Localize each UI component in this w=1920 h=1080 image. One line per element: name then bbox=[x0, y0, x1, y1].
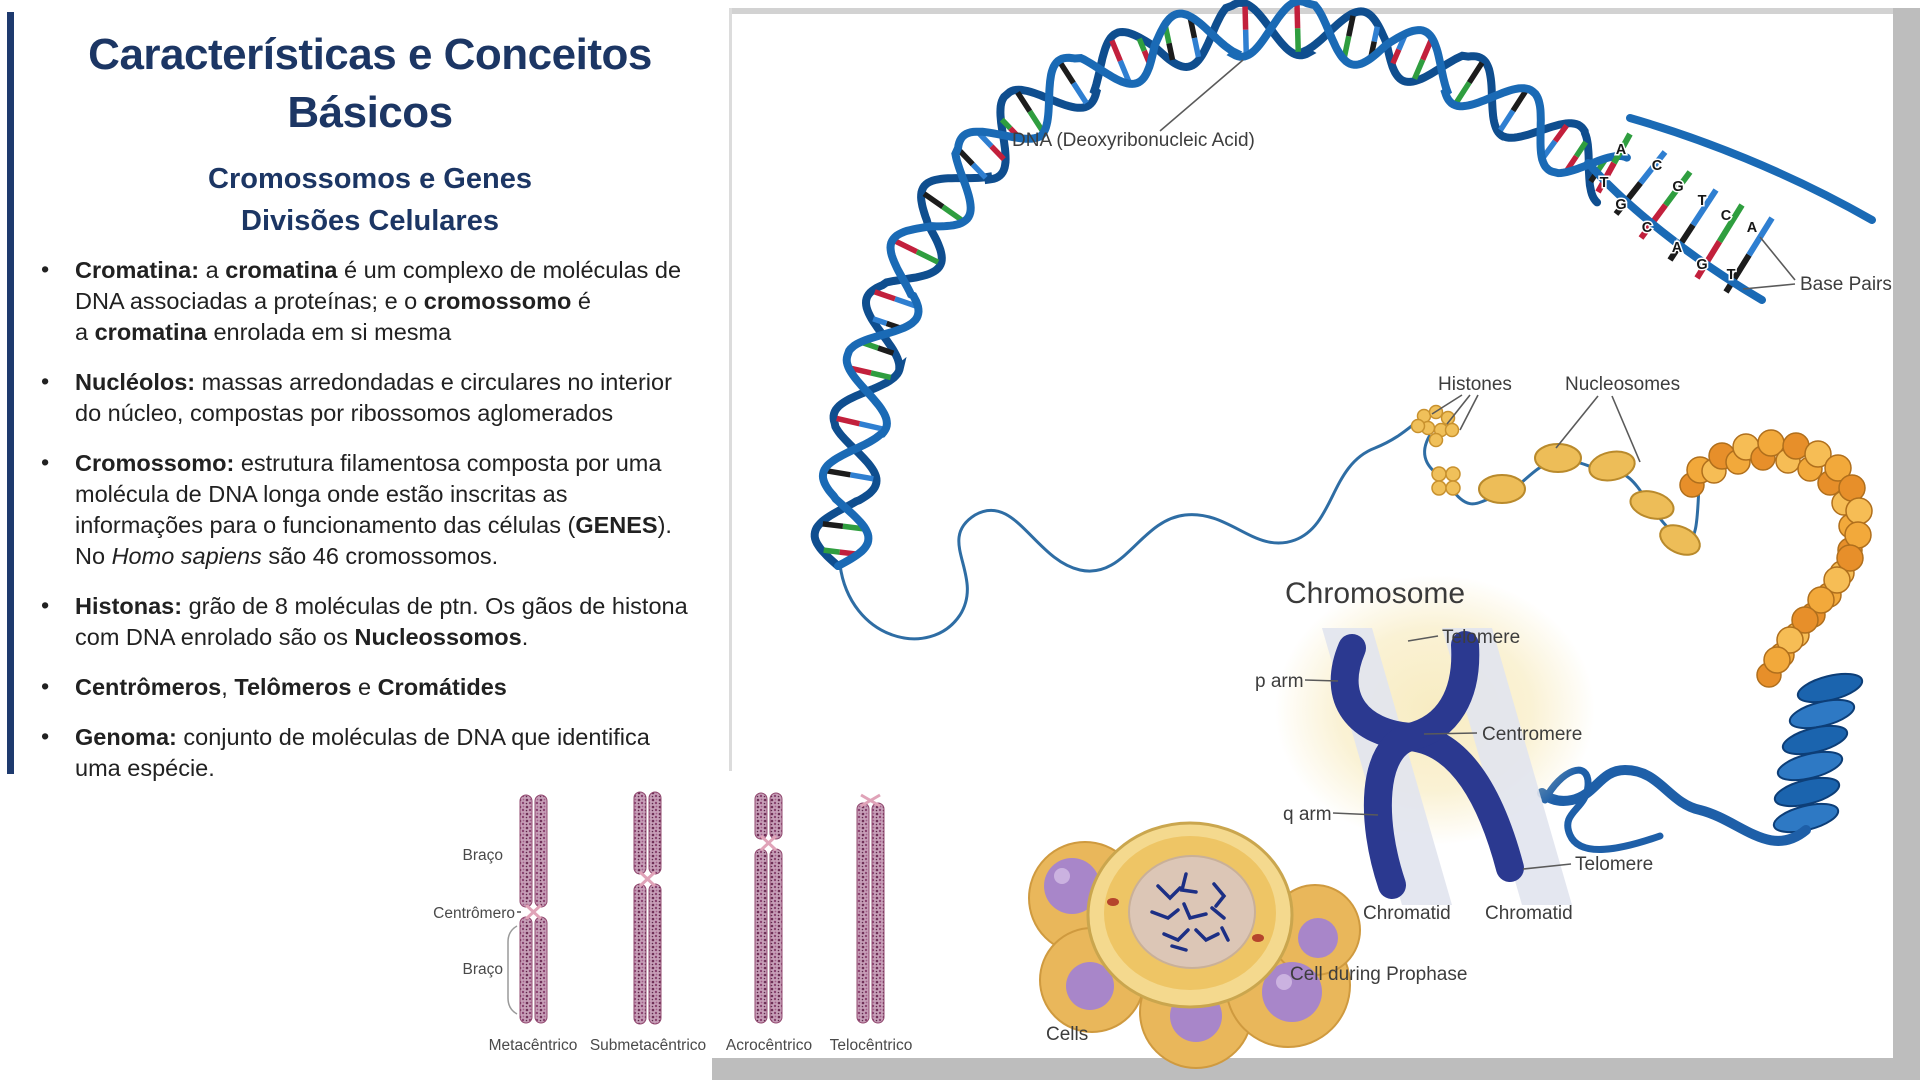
type-telocentrico: Telocêntrico bbox=[830, 1037, 913, 1054]
left-accent-bar bbox=[7, 12, 14, 774]
base-letter: C bbox=[1721, 208, 1732, 224]
base-letter: T bbox=[1698, 193, 1707, 209]
base-letter: A bbox=[1672, 240, 1683, 256]
telomere-bottom-label: Telomere bbox=[1575, 854, 1653, 875]
chromosome-types-figure: Braço Centrômero Braço Metacêntrico Subm… bbox=[433, 791, 913, 1054]
base-letter: G bbox=[1672, 179, 1683, 195]
list-item: Centrômeros, Telômeros e Cromátides bbox=[38, 671, 710, 703]
base-letter: T bbox=[1600, 175, 1609, 191]
cell-prophase-label: Cell during Prophase bbox=[1290, 964, 1467, 985]
base-pairs-label: Base Pairs bbox=[1800, 274, 1892, 295]
dna-helix bbox=[810, 0, 1631, 570]
figure-borders bbox=[712, 8, 1920, 1080]
chromatid-right-label: Chromatid bbox=[1485, 903, 1573, 924]
arm-bracket bbox=[507, 925, 518, 1015]
type-submetacentrico: Submetacêntrico bbox=[590, 1037, 706, 1054]
dna-label: DNA (Deoxyribonucleic Acid) bbox=[1012, 130, 1255, 151]
telomere-top-label: Telomere bbox=[1442, 627, 1520, 648]
histone-clusters bbox=[1410, 404, 1461, 496]
q-arm-label: q arm bbox=[1283, 804, 1332, 825]
cells-illustration: Cells Cell during Prophase bbox=[1028, 821, 1467, 1069]
base-letter: G bbox=[1615, 197, 1626, 213]
centromero-label: Centrômero bbox=[433, 905, 515, 922]
centromere-marks bbox=[524, 793, 881, 921]
base-letter: A bbox=[1616, 142, 1627, 158]
p-arm-label: p arm bbox=[1255, 671, 1304, 692]
subtitle-line2: Divisões Celulares bbox=[241, 205, 499, 237]
braco-top-label: Braço bbox=[463, 847, 504, 864]
list-item: Nucléolos: massas arredondadas e circula… bbox=[38, 366, 710, 429]
nucleosome-discs bbox=[1478, 443, 1701, 556]
histones-label: Histones bbox=[1438, 374, 1512, 395]
list-item: Genoma: conjunto de moléculas de DNA que… bbox=[38, 721, 710, 784]
type-acrocentrico: Acrocêntrico bbox=[726, 1037, 812, 1054]
type-metacentrico: Metacêntrico bbox=[489, 1037, 578, 1054]
subtitle-line1: Cromossomos e Genes bbox=[208, 163, 532, 195]
dna-label-line bbox=[1159, 59, 1244, 132]
histone-labels: Histones Nucleosomes bbox=[1431, 374, 1680, 463]
base-letter: C bbox=[1652, 158, 1663, 174]
prophase-chromosomes bbox=[1150, 872, 1230, 952]
base-letter: T bbox=[1727, 267, 1736, 283]
base-pairs-closeup: A C G T C A T G C A G T Base Pairs bbox=[1584, 114, 1892, 304]
chromosome-title: Chromosome bbox=[1285, 577, 1465, 610]
centromere-label: Centromere bbox=[1482, 724, 1582, 745]
coiled-fiber-link bbox=[1537, 764, 1811, 853]
chromatin-coil bbox=[1679, 429, 1873, 834]
braco-bottom-label: Braço bbox=[463, 961, 504, 978]
list-item: Cromossomo: estrutura filamentosa compos… bbox=[38, 447, 710, 572]
base-letter: C bbox=[1642, 220, 1653, 236]
nucleosomes-label: Nucleosomes bbox=[1565, 374, 1680, 395]
chromatin-thread bbox=[838, 415, 1702, 641]
list-item: Histonas: grão de 8 moléculas de ptn. Os… bbox=[38, 590, 710, 653]
base-letter: A bbox=[1747, 220, 1758, 236]
chromosome-diagram: Chromosome Telomere p arm Centromere q a… bbox=[1255, 575, 1653, 924]
base-letter: G bbox=[1696, 257, 1707, 273]
chromatid-left-label: Chromatid bbox=[1363, 903, 1451, 924]
bullet-list: Cromatina: a cromatina é um complexo de … bbox=[38, 254, 710, 803]
page-title-line2: Básicos bbox=[287, 88, 453, 137]
cells-label: Cells bbox=[1046, 1024, 1088, 1045]
page-title-line1: Características e Conceitos bbox=[88, 30, 652, 79]
list-item: Cromatina: a cromatina é um complexo de … bbox=[38, 254, 710, 348]
